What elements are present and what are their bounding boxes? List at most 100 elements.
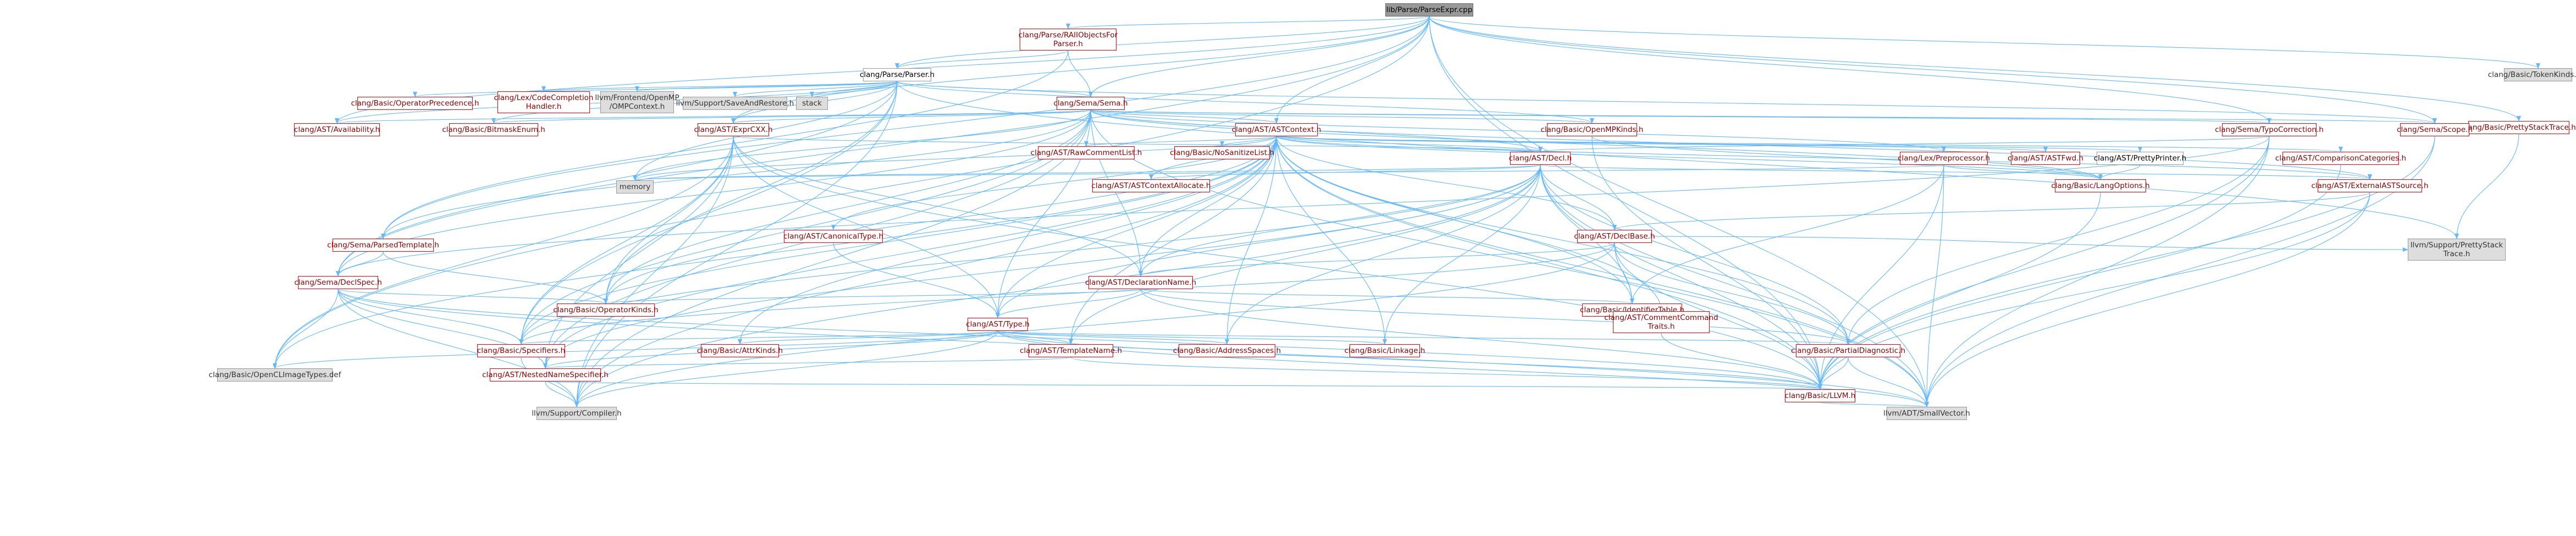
- edge-declspec-opkinds: [338, 289, 608, 304]
- node-llvmpretty[interactable]: llvm/Support/PrettyStack Trace.h: [2408, 239, 2506, 261]
- node-templatename[interactable]: clang/AST/TemplateName.h: [1020, 344, 1122, 357]
- node-memory[interactable]: memory: [616, 180, 654, 194]
- node-specifiers[interactable]: clang/Basic/Specifiers.h: [477, 344, 565, 357]
- node-nns[interactable]: clang/AST/NestedNameSpecifier.h: [482, 368, 609, 382]
- edge-type-attrkinds: [738, 330, 998, 345]
- edge-declbase-identtable: [1614, 242, 1634, 304]
- edge-sema-astcontext: [1090, 109, 1279, 124]
- edge-root-tokenkinds: [1429, 16, 2540, 69]
- edge-astcontext-linkage: [1276, 136, 1387, 345]
- edge-astcontext-decl: [1276, 136, 1543, 152]
- edge-type-specifiers: [519, 330, 998, 345]
- edge-astcontext-type: [996, 136, 1277, 318]
- edge-declbase-partialdiag: [1614, 242, 1850, 345]
- node-partialdiag[interactable]: clang/Basic/PartialDiagnostic.h: [1791, 344, 1905, 357]
- node-omp[interactable]: llvm/Frontend/OpenMP /OMPContext.h: [595, 91, 679, 113]
- edge-astcontext-prettyprinter: [1276, 136, 2142, 152]
- edge-layer: [273, 16, 2540, 407]
- node-decl[interactable]: clang/AST/Decl.h: [1509, 152, 1572, 165]
- edge-astcontext-nosanitize: [1220, 136, 1277, 147]
- edge-llvmh-smallvector: [1820, 401, 1929, 407]
- node-linkage[interactable]: clang/Basic/Linkage.h: [1345, 344, 1425, 357]
- node-astcontext[interactable]: clang/AST/ASTContext.h: [1232, 123, 1321, 136]
- node-sema[interactable]: clang/Sema/Sema.h: [1053, 97, 1128, 110]
- node-llvmh[interactable]: clang/Basic/LLVM.h: [1785, 389, 1855, 402]
- edge-sema-exprcxx: [731, 109, 1091, 124]
- node-astfwd[interactable]: clang/AST/ASTFwd.h: [2008, 152, 2083, 165]
- node-preprocessor[interactable]: clang/Lex/Preprocessor.h: [1898, 152, 1990, 165]
- edge-sema-scope: [1090, 109, 2436, 124]
- node-declspec[interactable]: clang/Sema/DeclSpec.h: [294, 276, 382, 289]
- node-nosanitize[interactable]: clang/Basic/NoSanitizeList.h: [1170, 146, 1274, 159]
- edge-declname-opkinds: [604, 289, 1141, 304]
- node-stack[interactable]: stack: [796, 97, 828, 110]
- node-ctxalloc[interactable]: clang/AST/ASTContextAllocate.h: [1092, 179, 1211, 192]
- node-canontype[interactable]: clang/AST/CanonicalType.h: [783, 230, 883, 243]
- edge-templatename-nns: [543, 357, 1071, 369]
- edge-declspec-compiler: [338, 289, 579, 407]
- edge-astcontext-memory: [633, 136, 1277, 181]
- node-attrkinds[interactable]: clang/Basic/AttrKinds.h: [697, 344, 783, 357]
- node-parsedtmpl[interactable]: clang/Sema/ParsedTemplate.h: [327, 239, 439, 252]
- edge-exprcxx-opkinds: [604, 136, 734, 304]
- node-addrspaces[interactable]: clang/Basic/AddressSpaces.h: [1173, 344, 1281, 357]
- edge-exprcxx-type: [733, 136, 1000, 318]
- node-langopts[interactable]: clang/Basic/LangOptions.h: [2051, 179, 2150, 192]
- edge-declbase-compiler: [574, 242, 1615, 407]
- edge-root-opencl: [273, 16, 1430, 369]
- edge-specifiers-compiler: [521, 357, 579, 407]
- node-comparison[interactable]: clang/AST/ComparisonCategories.h: [2275, 152, 2406, 165]
- node-commenttraits[interactable]: clang/AST/CommentCommand Traits.h: [1604, 311, 1718, 333]
- edge-decl-memory: [633, 164, 1541, 181]
- edge-commenttraits-llvmh: [1661, 333, 1822, 390]
- node-typocorr[interactable]: clang/Sema/TypoCorrection.h: [2215, 123, 2324, 136]
- edge-type-templatename: [997, 330, 1073, 345]
- node-openmpkinds[interactable]: clang/Basic/OpenMPKinds.h: [1541, 123, 1643, 136]
- node-bitmask[interactable]: clang/Basic/BitmaskEnum.h: [442, 123, 545, 136]
- node-saverestore[interactable]: llvm/Support/SaveAndRestore.h: [676, 97, 794, 110]
- edge-astcontext-llvmh: [1276, 136, 1822, 390]
- edge-sema-parsedtmpl: [381, 109, 1091, 239]
- edge-prettystack-llvmpretty: [2455, 134, 2519, 239]
- node-opprec[interactable]: clang/Basic/OperatorPrecedence.h: [351, 97, 479, 110]
- node-scope[interactable]: clang/Sema/Scope.h: [2397, 123, 2473, 136]
- node-opencl[interactable]: clang/Basic/OpenCLImageTypes.def: [209, 368, 341, 382]
- edge-root-raii: [1066, 16, 1430, 29]
- node-type[interactable]: clang/AST/Type.h: [966, 318, 1030, 331]
- edge-typocorr-decl: [1538, 136, 2270, 152]
- node-extsource[interactable]: clang/AST/ExternalASTSource.h: [2312, 179, 2429, 192]
- edge-decl-addrspaces: [1225, 164, 1541, 345]
- node-compiler[interactable]: llvm/Support/Compiler.h: [532, 407, 622, 420]
- edge-parser-opkinds: [604, 81, 898, 304]
- node-prettystack[interactable]: clang/Basic/PrettyStackTrace.h: [2462, 121, 2576, 134]
- edge-preprocessor-langopts: [1943, 164, 2103, 180]
- node-smallvector[interactable]: llvm/ADT/SmallVector.h: [1883, 407, 1970, 420]
- node-declbase[interactable]: clang/AST/DeclBase.h: [1574, 230, 1655, 243]
- edge-astcontext-addrspaces: [1225, 136, 1277, 345]
- edge-declspec-specifiers: [338, 289, 523, 345]
- node-declname[interactable]: clang/AST/DeclarationName.h: [1085, 276, 1196, 289]
- edge-astcontext-rawcomment: [1084, 136, 1277, 147]
- edge-astcontext-declbase: [1276, 136, 1617, 230]
- edge-declname-llvmh: [1140, 289, 1822, 390]
- node-parser[interactable]: clang/Parse/Parser.h: [860, 68, 935, 81]
- node-tokenkinds[interactable]: clang/Basic/TokenKinds.def: [2488, 68, 2576, 81]
- edge-root-scope: [1429, 16, 2437, 124]
- edge-extsource-declbase: [1612, 192, 2370, 230]
- node-prettyprinter[interactable]: clang/AST/PrettyPrinter.h: [2094, 152, 2186, 165]
- node-exprcxx[interactable]: clang/AST/ExprCXX.h: [694, 123, 773, 136]
- edge-parser-llvmpretty: [897, 81, 2459, 239]
- node-availability[interactable]: clang/AST/Availability.h: [294, 123, 380, 136]
- edge-sema-declname: [1090, 109, 1143, 277]
- node-rawcomment[interactable]: clang/AST/RawCommentList.h: [1031, 146, 1142, 159]
- node-opkinds[interactable]: clang/Basic/OperatorKinds.h: [553, 303, 659, 317]
- edge-decl-linkage: [1383, 164, 1541, 345]
- node-raii[interactable]: clang/Parse/RAIIObjectsFor Parser.h: [1019, 29, 1118, 51]
- edge-root-parser: [895, 16, 1430, 69]
- node-codecomp[interactable]: clang/Lex/CodeCompletion Handler.h: [494, 91, 593, 113]
- edge-declspec-opencl: [273, 289, 339, 369]
- edge-root-sema: [1088, 16, 1430, 97]
- edge-root-llvmh: [1429, 16, 1822, 390]
- node-root[interactable]: lib/Parse/ParseExpr.cpp: [1385, 3, 1473, 16]
